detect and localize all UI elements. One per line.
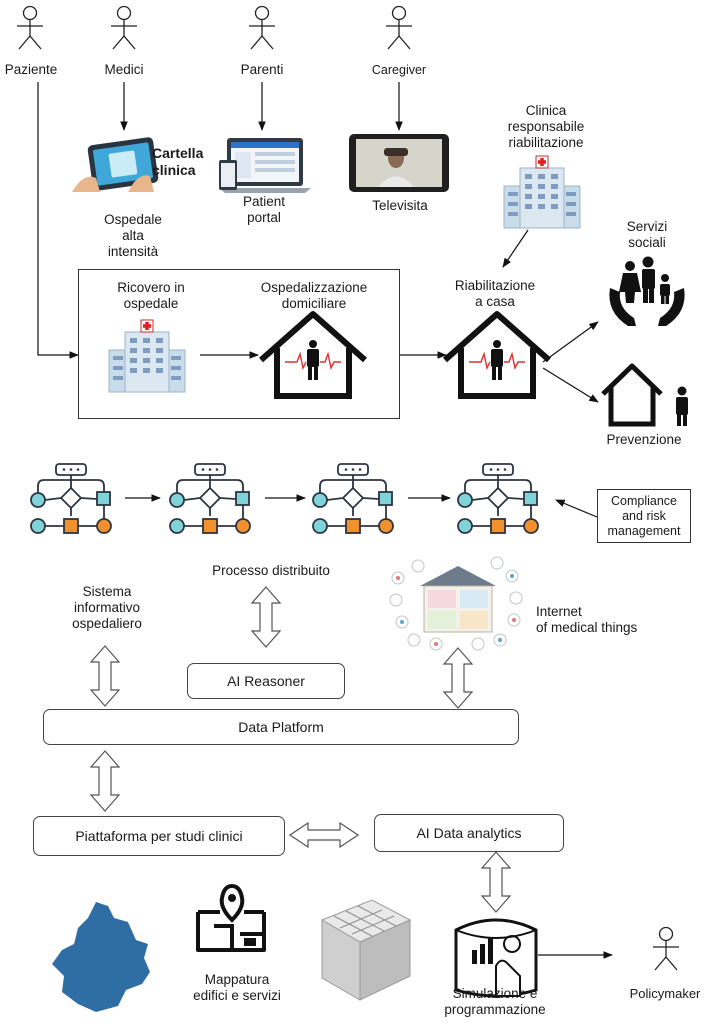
actor-paziente [16, 5, 44, 50]
process-flow-2 [169, 463, 251, 534]
label-ospedale-alta-intensita: Ospedale alta intensità [104, 212, 162, 259]
label-riabilitazione-casa: Riabilitazione a casa [454, 278, 536, 309]
tablet-icon [72, 137, 159, 192]
label-policymaker: Policymaker [629, 986, 701, 1001]
process-flow-1 [30, 463, 112, 534]
ai-data-analytics-box[interactable]: AI Data analytics [374, 814, 564, 852]
actor-policymaker [652, 926, 680, 971]
label-televisita: Televisita [372, 198, 428, 213]
map-pin-icon [196, 883, 266, 952]
laptop-icon [219, 138, 311, 193]
simulation-icon [454, 918, 538, 998]
double-arrow-processo-reasoner [251, 586, 281, 648]
label-parenti: Parenti [240, 62, 284, 77]
label-servizi-sociali: Servizi sociali [626, 219, 668, 250]
prevention-home-icon [601, 363, 688, 427]
actor-parenti [248, 5, 276, 50]
double-arrow-analytics-simulazione [481, 851, 511, 913]
actor-medici [110, 5, 138, 50]
label-cartella-clinica: Cartella clinica [152, 145, 204, 178]
iot-house-icon [389, 556, 523, 651]
ai-reasoner-box[interactable]: AI Reasoner [187, 663, 345, 699]
piattaforma-studi-box[interactable]: Piattaforma per studi clinici [33, 816, 285, 856]
double-arrow-sistema-platform [90, 645, 120, 707]
label-mappatura: Mappatura edifici e servizi [193, 972, 281, 1003]
data-platform-box[interactable]: Data Platform [43, 709, 519, 745]
double-arrow-studi-analytics [288, 821, 360, 849]
home-rehab-icon [445, 314, 549, 396]
double-arrow-platform-studi [90, 750, 120, 812]
care-pathway-frame [78, 269, 400, 419]
label-caregiver: Caregiver [371, 63, 427, 77]
family-care-icon [609, 256, 685, 326]
label-medici: Medici [104, 62, 144, 77]
process-flow-4 [457, 463, 539, 534]
label-paziente: Paziente [4, 62, 58, 77]
label-clinica-riabilitazione: Clinica responsabile riabilitazione [507, 103, 585, 150]
double-arrow-iomt-platform [443, 647, 473, 709]
label-sistema-informativo: Sistema informativo ospedaliero [72, 584, 142, 631]
label-ospedalizzazione: Ospedalizzazione domiciliare [260, 280, 368, 311]
video-call-icon [349, 134, 449, 192]
label-simulazione: Simulazione e programmazione [444, 986, 546, 1017]
label-ricovero: Ricovero in ospedale [117, 280, 185, 311]
piemonte-map-icon [52, 902, 150, 1012]
process-flow-3 [312, 463, 394, 534]
building-3d-icon [320, 899, 412, 1001]
hospital-icon-clinica [503, 155, 581, 229]
label-patient-portal: Patient portal [242, 194, 286, 225]
label-iomt: Internet of medical things [536, 604, 638, 635]
label-prevenzione: Prevenzione [606, 432, 682, 447]
compliance-box: Compliance and risk management [597, 489, 691, 543]
label-processo-distribuito: Processo distribuito [212, 563, 330, 578]
actor-caregiver [385, 5, 413, 50]
